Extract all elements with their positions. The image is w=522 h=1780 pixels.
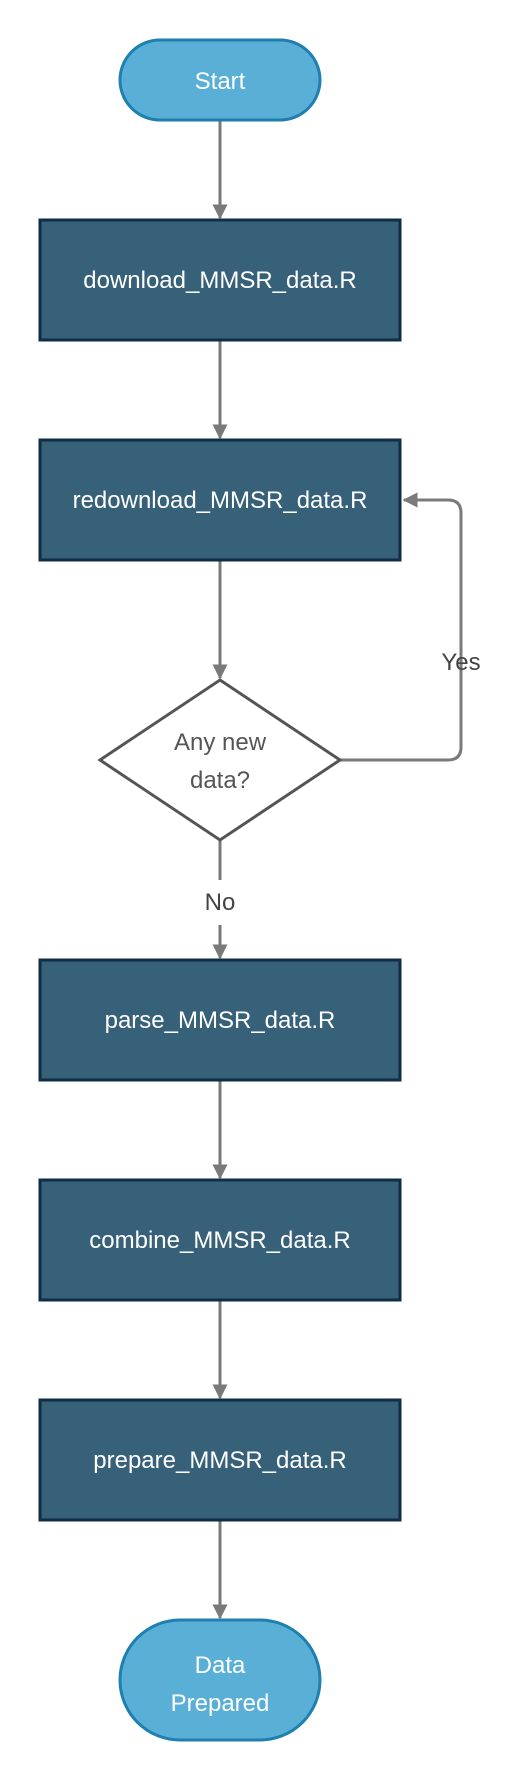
process-combine: combine_MMSR_data.R	[38, 1178, 402, 1302]
end-label-line1: Data	[195, 1652, 246, 1679]
start-label: Start	[195, 68, 246, 95]
process-parse: parse_MMSR_data.R	[38, 958, 402, 1082]
process-prepare: prepare_MMSR_data.R	[38, 1398, 402, 1522]
start-node: Start	[118, 38, 322, 122]
connectors	[212, 120, 463, 1620]
process-download: download_MMSR_data.R	[38, 218, 402, 342]
process-combine-label: combine_MMSR_data.R	[89, 1227, 350, 1254]
no-label: No	[205, 889, 236, 916]
end-label-line2: Prepared	[171, 1690, 270, 1717]
yes-label: Yes	[441, 649, 480, 676]
decision-node: Any new data?	[97, 678, 343, 842]
process-prepare-label: prepare_MMSR_data.R	[93, 1447, 346, 1474]
connector-decision-yes-loop	[340, 492, 463, 762]
process-redownload: redownload_MMSR_data.R	[38, 438, 402, 562]
end-node: Data Prepared	[118, 1618, 322, 1742]
process-download-label: download_MMSR_data.R	[83, 267, 356, 294]
process-parse-label: parse_MMSR_data.R	[105, 1007, 336, 1034]
process-redownload-label: redownload_MMSR_data.R	[73, 487, 368, 514]
decision-label-line1: Any new	[174, 729, 267, 756]
decision-label-line2: data?	[190, 767, 250, 794]
